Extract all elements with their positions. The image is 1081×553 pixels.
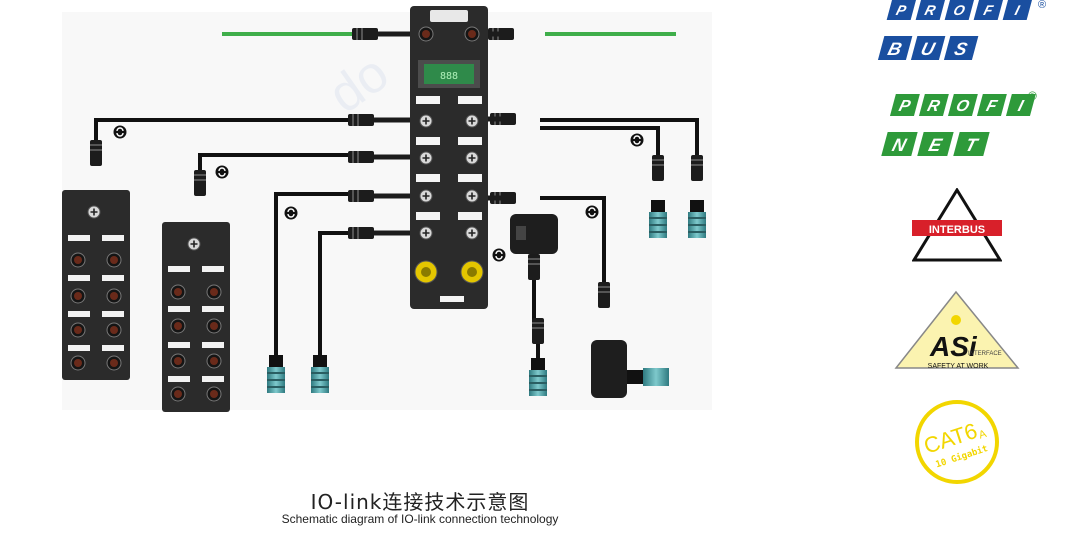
logo-letter-tile — [976, 94, 1007, 116]
diagram-subtitle: Schematic diagram of IO-link connection … — [281, 512, 559, 526]
logo-letter-tile — [1005, 94, 1036, 116]
logo-letter-tile — [886, 0, 916, 20]
sensor-3 — [649, 200, 667, 238]
interbus-logo: INTERBUS — [912, 188, 1002, 262]
io-hub-left-2 — [162, 222, 230, 412]
svg-text:888: 888 — [440, 71, 458, 82]
io-cables — [94, 118, 699, 360]
logo-letter-tile — [910, 36, 946, 60]
logo-letter: I — [1016, 97, 1026, 115]
asi-logo: ASi INTERFACE SAFETY AT WORK — [894, 290, 1020, 370]
logo-letter-tile — [877, 36, 913, 60]
logo-letter: B — [886, 38, 905, 59]
svg-text:INTERBUS: INTERBUS — [929, 224, 985, 236]
logo-letter-tile — [1002, 0, 1032, 20]
sensor-1 — [267, 355, 285, 393]
sensor-4 — [688, 200, 706, 238]
svg-text:INTERFACE: INTERFACE — [968, 351, 1002, 357]
ethernet-plug-left — [352, 28, 378, 40]
logo-letter: O — [954, 97, 972, 115]
logo-letter: O — [951, 3, 966, 19]
logo-letter: R — [925, 97, 942, 115]
io-link-valve-device — [591, 340, 669, 398]
svg-text:®: ® — [1038, 0, 1046, 11]
svg-text:ASi: ASi — [929, 331, 978, 362]
svg-text:A: A — [977, 428, 988, 442]
logo-letter-tile — [947, 94, 978, 116]
logo-letter: I — [1013, 3, 1022, 19]
diagram-title: IO-link连接技术示意图 — [310, 490, 530, 514]
logo-letter-tile — [953, 132, 990, 156]
logo-letter-tile — [943, 36, 979, 60]
logo-letter-tile — [918, 94, 949, 116]
logo-letter-tile — [889, 94, 920, 116]
sensor-2 — [311, 355, 329, 393]
svg-text:®: ® — [1028, 89, 1037, 103]
t-splitter — [510, 214, 558, 280]
logo-letter: P — [897, 97, 913, 115]
svg-text:SAFETY AT WORK: SAFETY AT WORK — [928, 363, 989, 370]
logo-letter-tile — [917, 132, 954, 156]
io-link-master-hub: 888 — [410, 6, 488, 309]
cat6a-logo: CAT6 A 10 Gigabit — [915, 400, 999, 484]
logo-letter-tile — [944, 0, 974, 20]
logo-letter-tile — [881, 132, 918, 156]
io-hub-left-1 — [62, 190, 130, 380]
sensor-5 — [529, 358, 547, 396]
logo-letter-tile — [915, 0, 945, 20]
logo-letter-tile — [973, 0, 1003, 20]
